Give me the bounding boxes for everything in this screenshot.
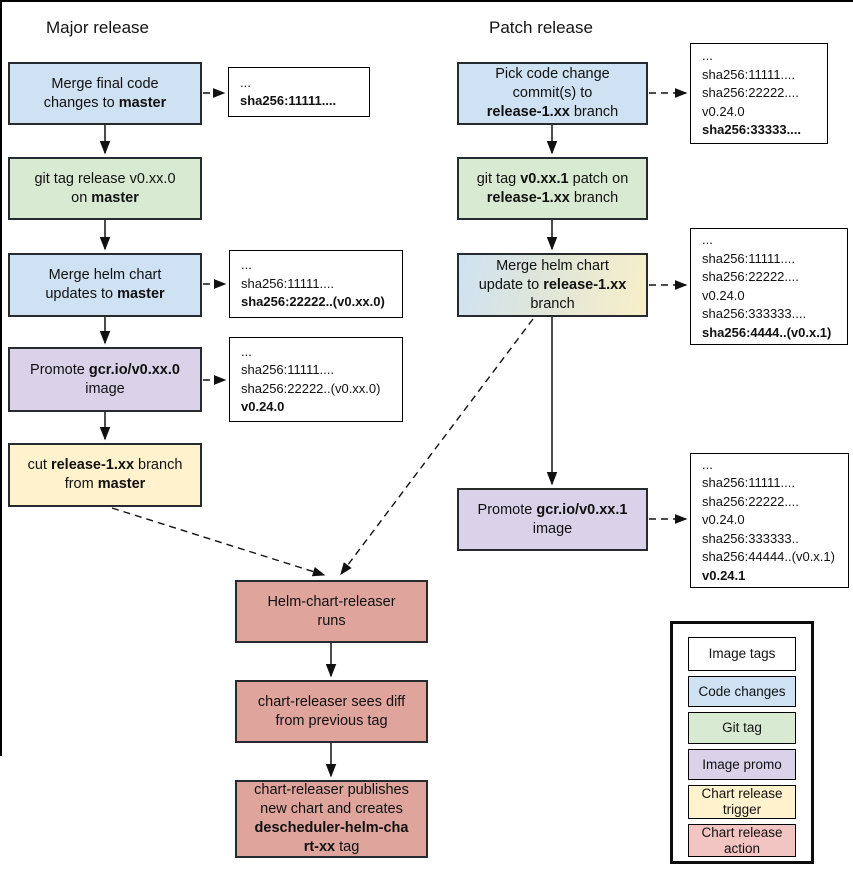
patch-image-tags-note-2: ...sha256:11111....sha256:22222....v0.24… (690, 228, 848, 345)
legend: Image tags Code changes Git tag Image pr… (670, 621, 814, 864)
dashed-arrow-cut-branch-to-releaser (111, 507, 326, 577)
legend-item-chart-release-action: Chart release action (688, 824, 796, 857)
legend-item-git-tag: Git tag (688, 712, 796, 744)
legend-item-code-changes: Code changes (688, 676, 796, 707)
patch-image-tags-note-3: ...sha256:11111....sha256:22222....v0.24… (690, 453, 849, 588)
legend-item-chart-release-trigger: Chart release trigger (688, 785, 796, 819)
major-image-tags-note-3: ...sha256:11111....sha256:22222..(v0.xx.… (229, 337, 403, 422)
patch-release-title: Patch release (489, 18, 593, 37)
major-image-tags-note-2: ...sha256:11111....sha256:22222..(v0.xx.… (229, 250, 403, 318)
major-image-tags-note-1: ...sha256:11111.... (228, 67, 370, 117)
canvas-border-left (0, 0, 2, 756)
major-release-title: Major release (46, 18, 149, 37)
legend-item-image-promo: Image promo (688, 749, 796, 780)
legend-item-image-tags: Image tags (688, 637, 796, 671)
patch-image-tags-note-1: ...sha256:11111....sha256:22222....v0.24… (690, 43, 828, 144)
canvas-border-top (0, 0, 853, 2)
